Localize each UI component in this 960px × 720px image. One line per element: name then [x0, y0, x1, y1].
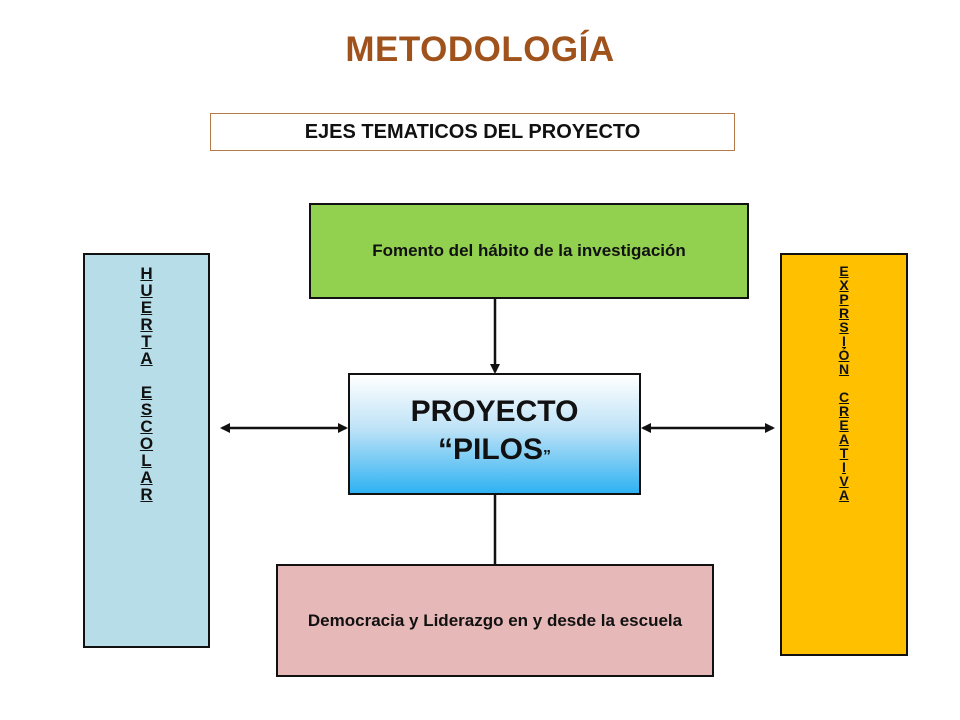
letter: I [842, 459, 846, 475]
letter: E [140, 383, 153, 402]
center-line2-close: ” [543, 447, 551, 465]
center-line2: “PILOS [437, 432, 543, 466]
letter [85, 366, 208, 383]
letter: P [839, 291, 849, 307]
letter: A [838, 487, 850, 503]
letter: C [838, 389, 850, 405]
letter: R [140, 485, 153, 504]
box-democracia-liderazgo: Democracia y Liderazgo en y desde la esc… [276, 564, 714, 677]
letter: S [140, 400, 153, 419]
letter: L [141, 451, 152, 470]
letter: S [839, 319, 849, 335]
letter: N [838, 361, 850, 377]
center-line1: PROYECTO [410, 394, 579, 428]
letter [782, 374, 906, 388]
letter: E [140, 298, 153, 317]
letter: V [839, 473, 849, 489]
letter: A [140, 349, 153, 368]
box-fomento-investigacion: Fomento del hábito de la investigación [309, 203, 749, 299]
center-line2-wrap: “PILOS” [438, 431, 551, 476]
letter: R [140, 315, 153, 334]
box-bottom-text: Democracia y Liderazgo en y desde la esc… [307, 610, 683, 630]
letter: T [141, 332, 152, 351]
box-top-text: Fomento del hábito de la investigación [372, 241, 686, 260]
letter: R [838, 403, 850, 419]
letter: C [140, 417, 153, 436]
letter: Ó [838, 347, 850, 363]
letter: I [842, 333, 846, 349]
page-title: METODOLOGÍA [345, 30, 615, 69]
letter: E [839, 417, 849, 433]
letter: U [140, 281, 153, 300]
letter: T [839, 445, 849, 461]
letter: X [839, 277, 849, 293]
letter: O [139, 434, 154, 453]
letter: A [838, 431, 850, 447]
letter: R [838, 305, 850, 321]
subtitle-box: EJES TEMATICOS DEL PROYECTO [210, 113, 735, 151]
letter: E [839, 263, 849, 279]
letter: H [140, 264, 153, 283]
letter: A [140, 468, 153, 487]
box-proyecto-pilos: PROYECTO “PILOS” [348, 373, 641, 495]
subtitle-text: EJES TEMATICOS DEL PROYECTO [304, 120, 641, 143]
